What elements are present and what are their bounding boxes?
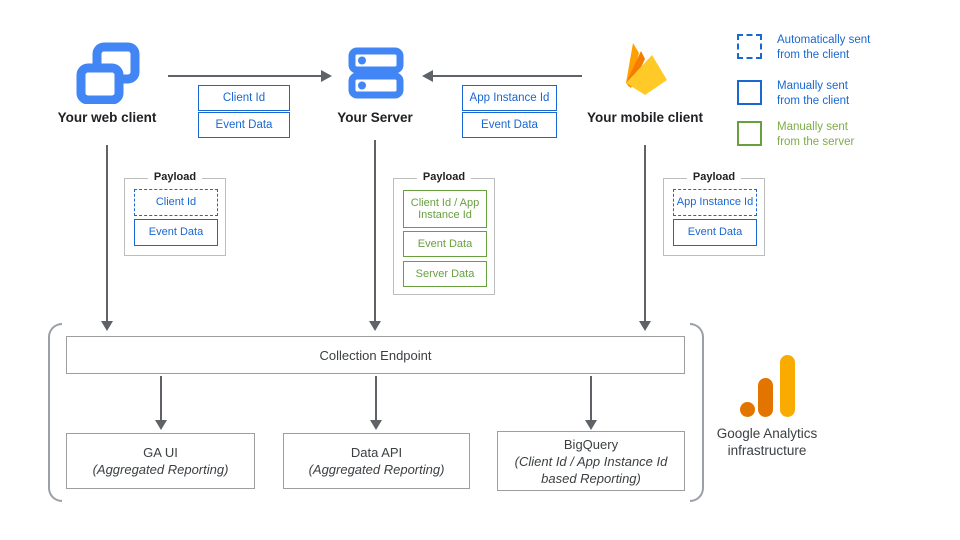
- data-api-subtitle: (Aggregated Reporting): [308, 462, 445, 477]
- legend-text: Automatically sent from the client: [777, 34, 871, 61]
- payload-item-client-or-app-id: Client Id / App Instance Id: [403, 190, 487, 228]
- firebase-icon: [626, 43, 667, 95]
- payload-item-event-data: Event Data: [403, 231, 487, 257]
- bracket-left-icon: [48, 323, 62, 502]
- arrow-mobile-to-server: [422, 70, 582, 82]
- arrow-web-to-server: [168, 70, 332, 82]
- solid-blue-swatch-icon: [737, 80, 762, 105]
- payload-mobile: Payload App Instance Id Event Data: [663, 171, 765, 256]
- legend-item-manual-server: Manually sent from the server: [737, 121, 854, 149]
- data-api-title: Data API: [350, 445, 403, 460]
- flow-label-client-id: Client Id: [198, 85, 290, 111]
- server-label: Your Server: [337, 110, 413, 125]
- arrow-web-to-endpoint: [101, 145, 113, 331]
- arrowhead-down-icon: [369, 321, 381, 331]
- arrow-endpoint-to-ga-ui: [155, 376, 167, 430]
- mobile-client-label: Your mobile client: [586, 110, 703, 125]
- payload-title: Payload: [686, 171, 742, 183]
- ga-infrastructure-caption: Google Analytics infrastructure: [716, 426, 818, 458]
- flow-label-app-instance-id: App Instance Id: [462, 85, 557, 111]
- arrow-endpoint-to-data-api: [370, 376, 382, 430]
- payload-title: Payload: [147, 171, 203, 183]
- arrow-server-to-endpoint: [369, 140, 381, 331]
- payload-item-app-instance-id: App Instance Id: [673, 189, 757, 216]
- ga-ui-box: GA UI (Aggregated Reporting): [66, 433, 255, 489]
- bigquery-box: BigQuery (Client Id / App Instance Id ba…: [497, 431, 685, 491]
- dashed-blue-swatch-icon: [737, 34, 762, 59]
- legend-text: Manually sent from the client: [777, 80, 850, 107]
- legend-item-manual-client: Manually sent from the client: [737, 80, 849, 108]
- arrowhead-down-icon: [101, 321, 113, 331]
- bracket-right-icon: [690, 323, 704, 502]
- arrowhead-down-icon: [585, 420, 597, 430]
- arrowhead-down-icon: [155, 420, 167, 430]
- collection-endpoint-label: Collection Endpoint: [319, 347, 432, 363]
- arrowhead-right-icon: [321, 70, 332, 82]
- legend-item-auto-client: Automatically sent from the client: [737, 34, 870, 62]
- flow-label-event-data: Event Data: [198, 112, 290, 138]
- arrowhead-down-icon: [639, 321, 651, 331]
- payload-title: Payload: [416, 171, 472, 183]
- payload-item-event-data: Event Data: [134, 219, 218, 246]
- data-api-box: Data API (Aggregated Reporting): [283, 433, 470, 489]
- payload-item-server-data: Server Data: [403, 261, 487, 287]
- arrowhead-down-icon: [370, 420, 382, 430]
- payload-item-client-id: Client Id: [134, 189, 218, 216]
- web-client-icon: [76, 42, 140, 104]
- arrow-mobile-to-endpoint: [639, 145, 651, 331]
- bigquery-title: BigQuery: [563, 436, 619, 452]
- arrowhead-left-icon: [422, 70, 433, 82]
- web-client-label: Your web client: [57, 110, 157, 125]
- payload-server: Payload Client Id / App Instance Id Even…: [393, 171, 495, 295]
- server-icon: [348, 47, 404, 99]
- legend-text: Manually sent from the server: [777, 121, 855, 148]
- ga-ui-subtitle: (Aggregated Reporting): [92, 462, 229, 477]
- bigquery-subtitle: (Client Id / App Instance Id based Repor…: [514, 453, 668, 486]
- payload-item-event-data: Event Data: [673, 219, 757, 246]
- payload-web: Payload Client Id Event Data: [124, 171, 226, 256]
- arrow-endpoint-to-bigquery: [585, 376, 597, 430]
- collection-endpoint-box: Collection Endpoint: [66, 336, 685, 374]
- solid-green-swatch-icon: [737, 121, 762, 146]
- flow-label-event-data-2: Event Data: [462, 112, 557, 138]
- ga-ui-title: GA UI: [143, 445, 178, 460]
